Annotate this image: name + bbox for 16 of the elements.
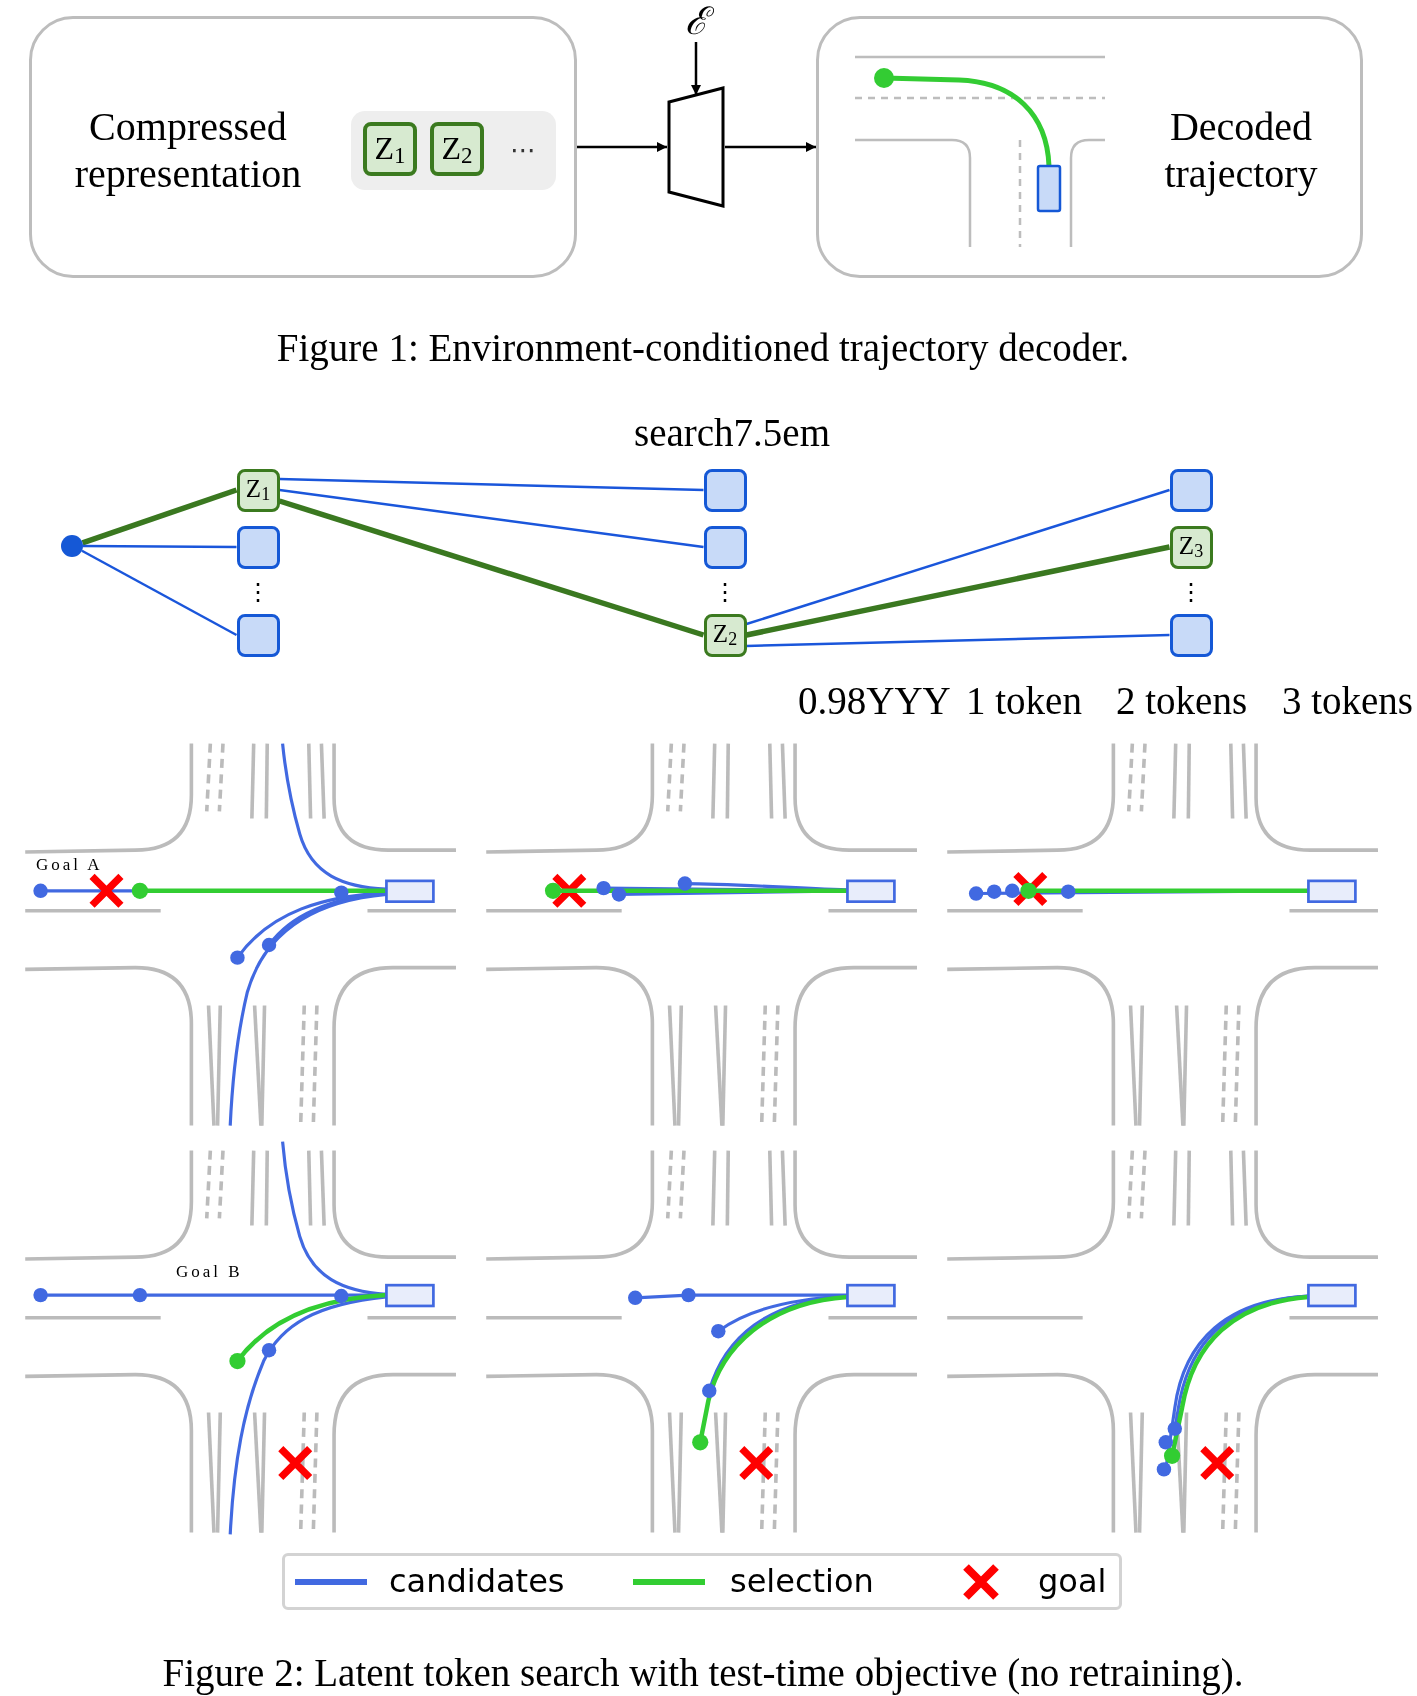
panel-label: Decoded trajectory [1163,103,1319,197]
panel-label: Compressed representation [73,103,303,197]
vertical-ellipsis: ⋮ [1179,580,1203,604]
level-label: 2 tokens [1116,677,1248,724]
ellipsis-text: ⋯ [510,137,536,163]
vertical-ellipsis: ⋮ [246,580,270,604]
level-label: 3 tokens [1281,677,1413,724]
column-heading: search7.5em [634,409,830,456]
legend-text: selection [730,1563,874,1600]
figure-caption: Figure 2: Latent token search with test-time objective (no retraining). [162,1649,1244,1696]
figure-caption: Figure 1: Environment-conditioned trajectory decoder. [276,324,1130,372]
vertical-ellipsis: ⋮ [713,580,737,604]
legend-text: candidates [389,1563,565,1600]
level-label: 1 token [966,677,1082,724]
level-label: 0.98YYY [798,677,951,724]
legend-text: goal [1038,1563,1107,1600]
